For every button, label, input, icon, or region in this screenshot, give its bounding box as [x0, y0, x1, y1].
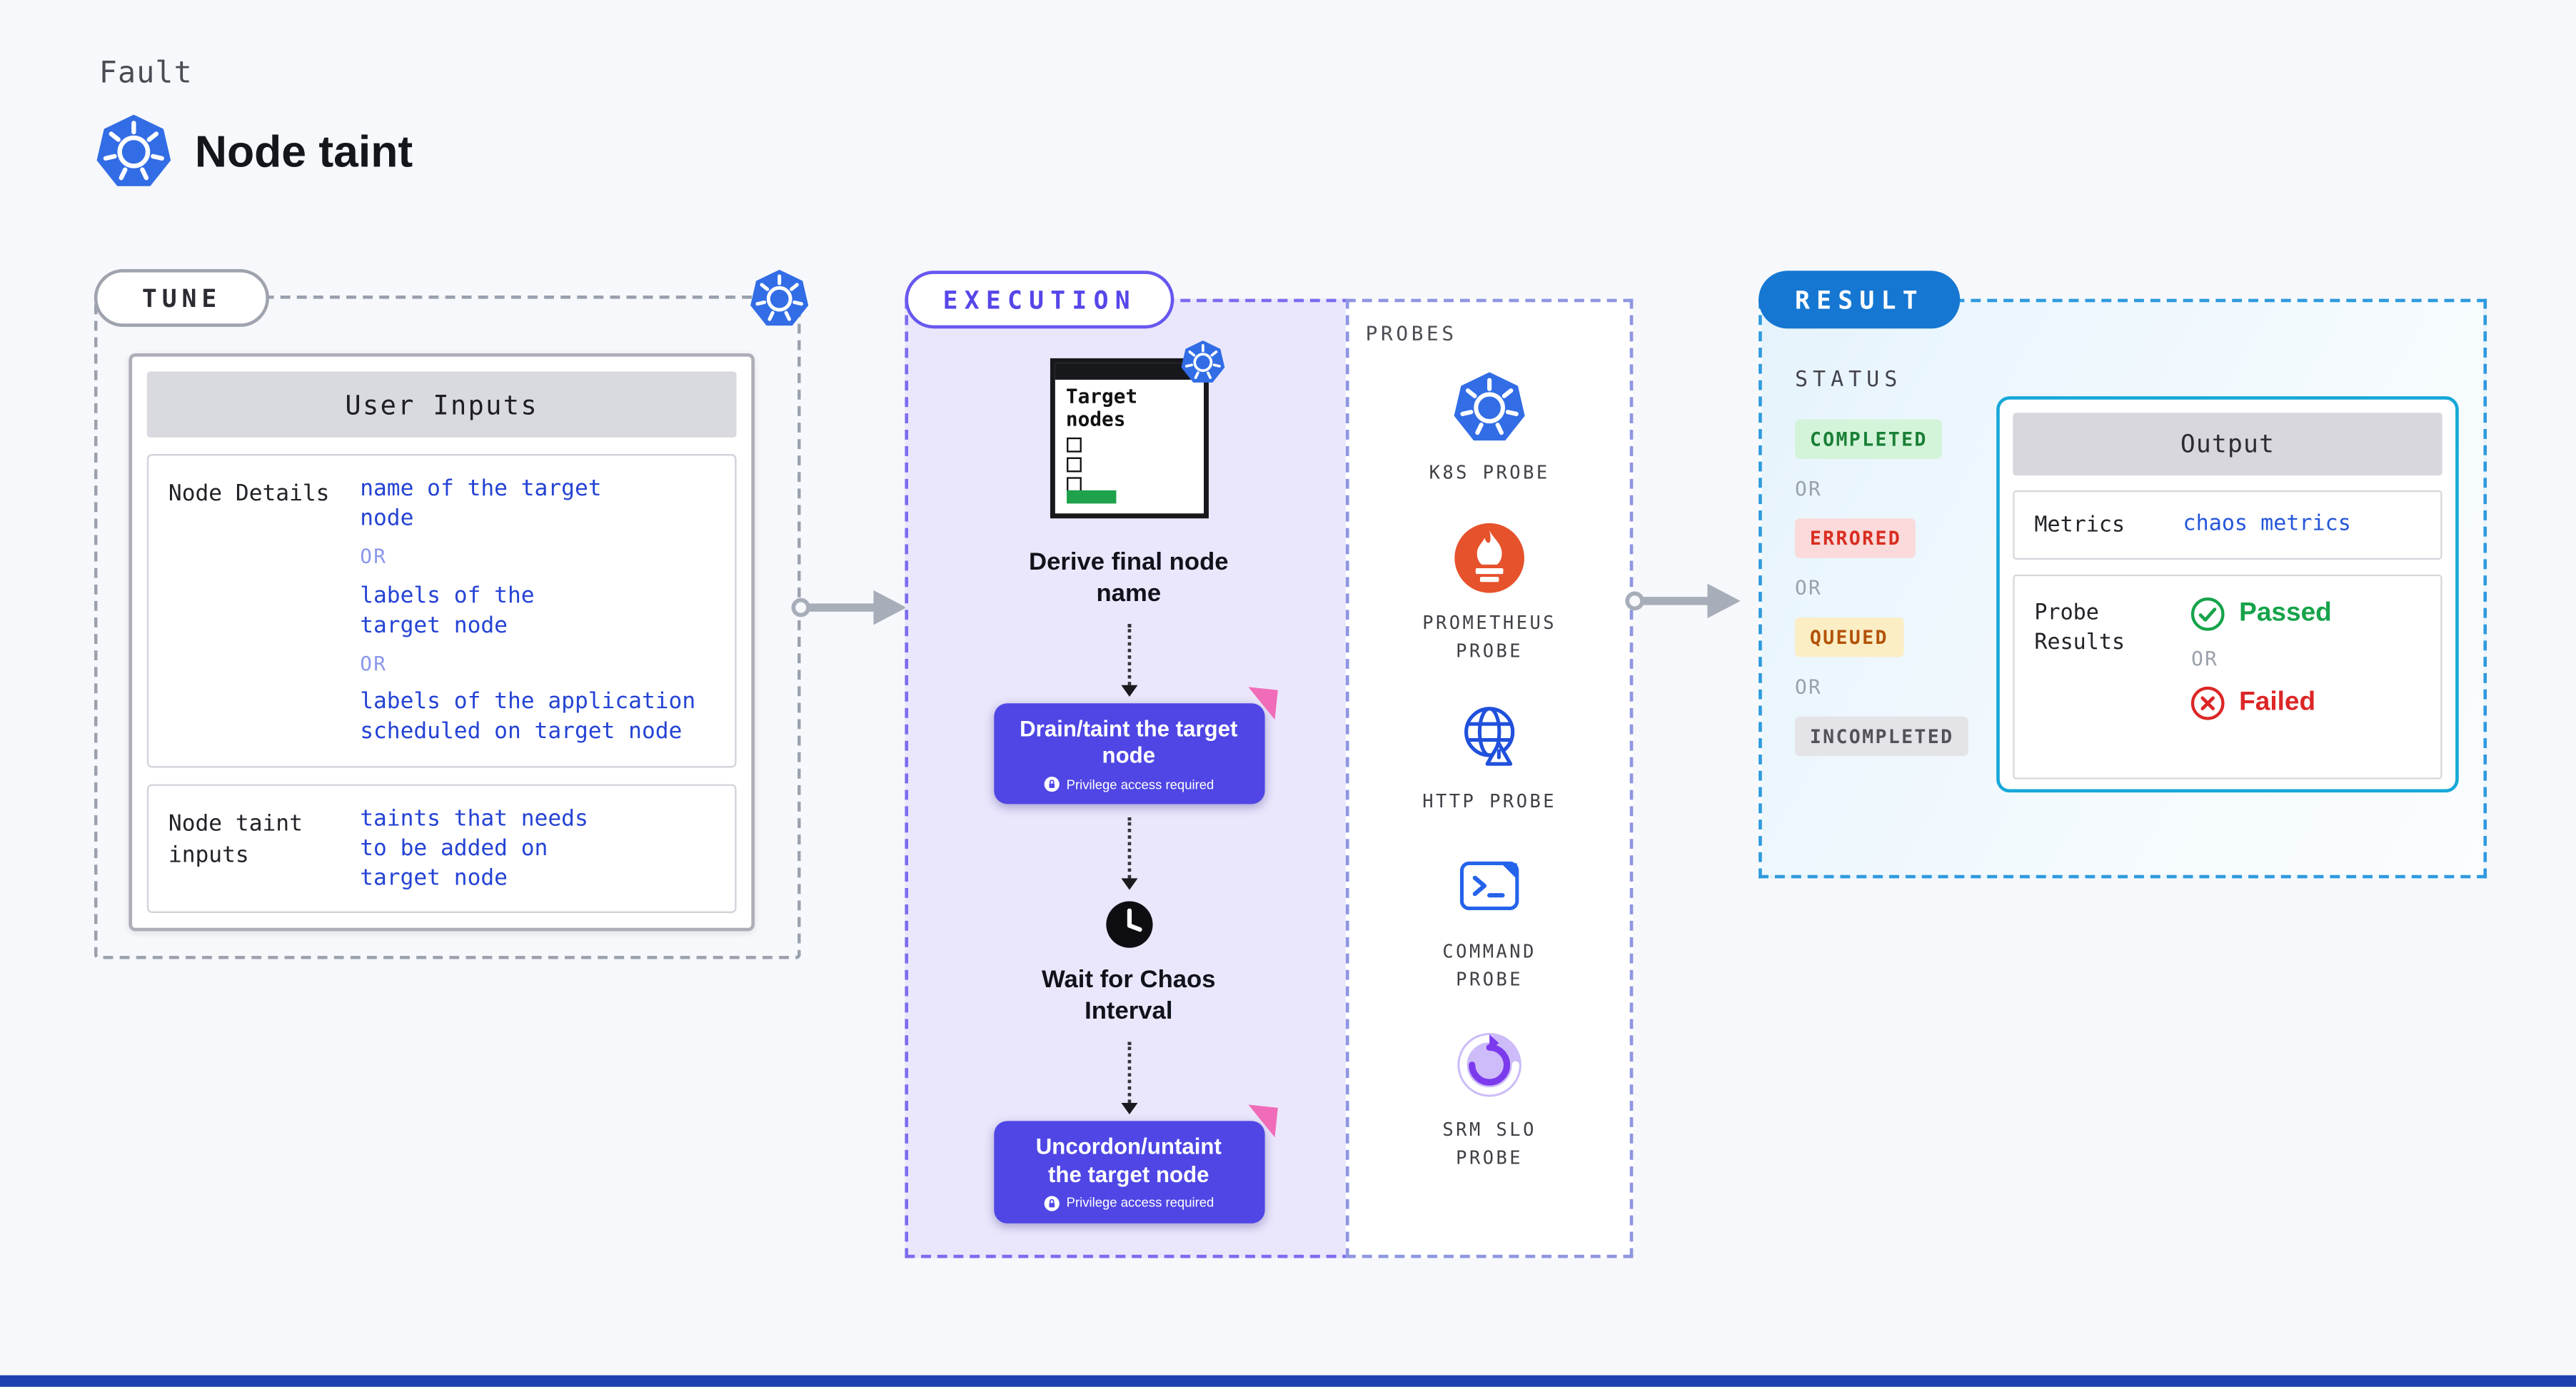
lock-icon [1043, 1194, 1060, 1211]
execution-flow: Target nodes Derive final node name Drai… [908, 302, 1349, 1254]
checkbox-icon [1065, 456, 1081, 472]
probe-http: HTTP PROBE [1422, 700, 1556, 816]
output-header: Output [2013, 413, 2442, 476]
privilege-note: Privilege access required [1010, 777, 1247, 793]
probe-label: PROMETHEUS PROBE [1422, 612, 1557, 662]
kubernetes-icon [750, 269, 809, 328]
probe-results-label: Probe Results [2034, 601, 2125, 657]
value-text: name of the target node [360, 475, 602, 533]
or-separator: OR [1795, 675, 1823, 699]
wait-chaos-interval-label: Wait for Chaos Interval [1042, 966, 1216, 1026]
http-globe-icon [1453, 700, 1526, 773]
value-text: labels of the target node [360, 582, 535, 639]
user-inputs-header: User Inputs [146, 371, 737, 438]
execution-section-box: EXECUTION Target nodes Derive final node… [905, 271, 1353, 1259]
user-inputs-card: User Inputs Node Details name of the tar… [129, 353, 755, 932]
arrow-execution-to-result [1625, 583, 1741, 619]
checkbox-icon [1065, 436, 1081, 452]
checkbox-icon [1065, 476, 1081, 492]
privilege-note-text: Privilege access required [1066, 777, 1214, 792]
output-card: Output Metrics chaos metrics Probe Resul… [1996, 396, 2459, 793]
or-separator: OR [360, 545, 388, 569]
status-badge-incompleted: INCOMPLETED [1795, 716, 1969, 757]
status-heading: STATUS [1795, 368, 1903, 393]
result-section-box: RESULT STATUS COMPLETED OR ERRORED OR QU… [1759, 271, 2487, 879]
execution-pill: EXECUTION [905, 271, 1175, 329]
node-details-label: Node Details [168, 480, 330, 508]
srm-slo-icon [1453, 1029, 1526, 1102]
probe-label: HTTP PROBE [1422, 791, 1557, 813]
progress-bar [1065, 490, 1116, 504]
check-circle-icon [2190, 596, 2226, 632]
probe-label: COMMAND PROBE [1442, 941, 1536, 992]
kubernetes-icon [96, 114, 171, 190]
tune-section-box: TUNE User Inputs Node Details name of th… [94, 268, 801, 959]
probe-label: SRM SLO PROBE [1442, 1119, 1536, 1170]
command-terminal-icon [1453, 851, 1526, 924]
privilege-note-text: Privilege access required [1066, 1195, 1214, 1211]
target-nodes-illustration: Target nodes [1049, 358, 1208, 519]
target-nodes-title: Target nodes [1065, 384, 1138, 431]
probe-srm-slo: SRM SLO PROBE [1410, 1029, 1569, 1173]
value-text: taints that needs to be added on target … [360, 805, 588, 892]
probes-header: PROBES [1365, 321, 1457, 346]
probes-section-box: PROBES K8S PROBE PROMETHEUS PROBE HTTP P… [1345, 298, 1634, 1259]
uncordon-untaint-label: Uncordon/untaint the target node [1035, 1134, 1222, 1187]
node-details-row: Node Details name of the target node OR … [146, 454, 737, 767]
x-circle-icon [2190, 685, 2226, 722]
derive-node-name-label: Derive final node name [1029, 548, 1229, 607]
status-column: STATUS COMPLETED OR ERRORED OR QUEUED OR… [1795, 368, 1969, 757]
probe-command: COMMAND PROBE [1410, 851, 1569, 994]
failed-label: Failed [2239, 688, 2316, 717]
probe-label: K8S PROBE [1429, 462, 1550, 484]
status-badge-errored: ERRORED [1795, 518, 1916, 558]
result-pill: RESULT [1759, 271, 1961, 329]
footer-bar [0, 1375, 2576, 1387]
arrow-tune-to-execution [791, 590, 907, 625]
probe-k8s: K8S PROBE [1429, 371, 1550, 487]
metrics-label: Metrics [2034, 513, 2125, 538]
passed-line: Passed [2190, 596, 2332, 632]
dotted-arrow-down [1120, 1041, 1137, 1114]
fault-kicker-label: Fault [99, 56, 193, 91]
probe-results-row: Probe Results Passed OR Failed [2013, 575, 2442, 780]
kubernetes-badge-icon [1179, 340, 1224, 384]
privilege-note: Privilege access required [1010, 1194, 1247, 1211]
passed-label: Passed [2239, 599, 2332, 628]
drain-taint-button[interactable]: Drain/taint the target node Privilege ac… [993, 686, 1277, 805]
node-taint-inputs-label: Node taint inputs [168, 809, 303, 868]
probe-results-values: Passed OR Failed [2183, 596, 2332, 722]
flag-icon [1244, 1104, 1277, 1137]
or-separator: OR [1795, 576, 1823, 600]
target-nodes-topbar [1054, 363, 1203, 380]
page-title: Node taint [194, 126, 413, 176]
or-separator: OR [1795, 477, 1823, 500]
drain-taint-label: Drain/taint the target node [1020, 715, 1238, 769]
kubernetes-icon [1453, 371, 1526, 444]
dotted-arrow-down [1120, 817, 1137, 891]
status-badge-queued: QUEUED [1795, 617, 1903, 657]
uncordon-untaint-button[interactable]: Uncordon/untaint the target node Privile… [993, 1104, 1277, 1223]
probes-list: K8S PROBE PROMETHEUS PROBE HTTP PROBE CO… [1349, 302, 1630, 1254]
value-text: labels of the application scheduled on t… [360, 689, 696, 746]
failed-line: Failed [2190, 685, 2332, 722]
prometheus-icon [1453, 522, 1526, 595]
tune-pill: TUNE [94, 268, 270, 327]
node-taint-inputs-row: Node taint inputs taints that needs to b… [146, 783, 737, 914]
node-details-value: name of the target node OR labels of the… [360, 455, 735, 765]
lock-icon [1043, 777, 1060, 793]
metrics-value: chaos metrics [2183, 511, 2351, 537]
fault-title-row: Node taint [96, 114, 413, 190]
dotted-arrow-down [1120, 623, 1137, 696]
metrics-row: Metrics chaos metrics [2013, 490, 2442, 560]
probe-prometheus: PROMETHEUS PROBE [1410, 522, 1569, 665]
flag-icon [1244, 686, 1277, 719]
or-separator: OR [2191, 647, 2219, 671]
status-badge-completed: COMPLETED [1795, 419, 1943, 459]
clock-icon [1104, 900, 1153, 957]
or-separator: OR [360, 652, 388, 676]
node-taint-inputs-value: taints that needs to be added on target … [360, 785, 735, 912]
